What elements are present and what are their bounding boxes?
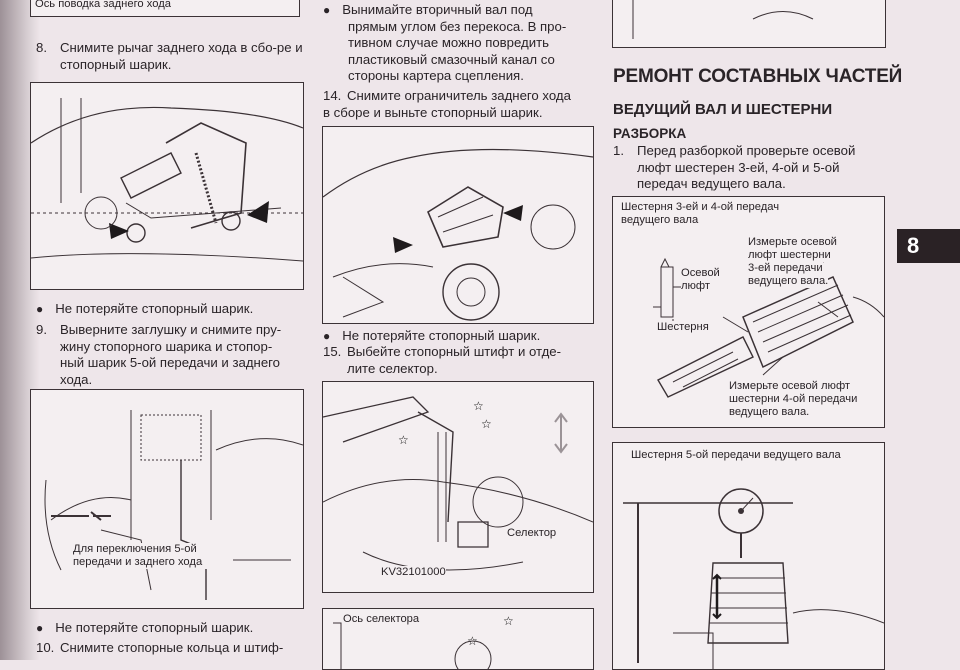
right-step-1-line2: люфт шестерен 3-ей, 4-ой и 5-ой bbox=[637, 159, 840, 175]
selector-shaft-figure: Ось селектора ☆ ☆ bbox=[322, 608, 594, 670]
subsection-heading: ВЕДУЩИЙ ВАЛ И ШЕСТЕРНИ bbox=[613, 101, 833, 118]
middle-caution-bullet: Вынимайте вторичный вал под прямым углом… bbox=[323, 2, 595, 85]
step-15: 15. Выбейте стопорный штифт и отде- лите … bbox=[323, 344, 595, 377]
fig1-title-line1: Шестерня 3-ей и 4-ой передач bbox=[621, 201, 780, 214]
fig1-title-line2: ведущего вала bbox=[621, 214, 699, 227]
step-9-line3: ный шарик 5-ой передачи и заднего bbox=[60, 355, 281, 370]
selector-shaft-drawing: ☆ ☆ bbox=[333, 614, 514, 669]
selector-pin-drawing: ☆ ☆ ☆ bbox=[323, 396, 593, 571]
step-9-line4: хода. bbox=[60, 371, 93, 387]
restrictor-drawing bbox=[323, 148, 593, 321]
measure-4th-line3: ведущего вала. bbox=[729, 406, 810, 419]
step-8-number: 8. bbox=[36, 40, 47, 55]
measure-4th-line2: шестерни 4-ой передачи bbox=[729, 393, 858, 406]
step-8-text: Снимите рычаг заднего хода в сбо-ре и ст… bbox=[60, 40, 303, 72]
middle-caution-line5: стороны картера сцепления. bbox=[348, 68, 524, 83]
svg-text:☆: ☆ bbox=[481, 417, 492, 431]
reverse-lever-figure bbox=[30, 82, 304, 290]
chapter-tab: 8 bbox=[897, 229, 960, 263]
right-step-1-number: 1. bbox=[613, 143, 624, 158]
step-15-line1: Выбейте стопорный штифт и отде- bbox=[347, 344, 562, 359]
measure-3rd-line3: 3-ей передачи bbox=[748, 262, 823, 275]
measure-3rd-line1: Измерьте осевой bbox=[748, 236, 837, 249]
step-10-number: 10. bbox=[36, 640, 55, 655]
fig2-title: Шестерня 5-ой передачи ведущего вала bbox=[631, 449, 841, 462]
measure-4th-line1: Измерьте осевой люфт bbox=[729, 380, 851, 393]
measure-3rd-line4: ведущего вала. bbox=[748, 275, 829, 288]
svg-text:☆: ☆ bbox=[473, 399, 484, 413]
bullet-do-not-lose-ball-1: Не потеряйте стопорный шарик. bbox=[36, 301, 253, 318]
top-right-figure-fragment bbox=[612, 0, 886, 48]
step-9-line1: Выверните заглушку и снимите пру- bbox=[60, 322, 282, 337]
end-play-label-line2: люфт bbox=[681, 280, 711, 293]
middle-caution-line3: тивном случае можно повредить bbox=[348, 35, 550, 50]
svg-text:☆: ☆ bbox=[503, 614, 514, 628]
fifth-reverse-detent-figure: Для переключения 5-ой передачи и заднего… bbox=[30, 389, 304, 609]
right-step-1-line1: Перед разборкой проверьте осевой bbox=[637, 143, 856, 158]
right-step-1-line3: передач ведущего вала. bbox=[637, 176, 786, 191]
top-left-figure-fragment: Ось поводка заднего хода bbox=[30, 0, 300, 17]
step-9-number: 9. bbox=[36, 322, 47, 337]
special-tool-label: KV32101000 bbox=[381, 566, 446, 579]
fifth-reverse-label: Для переключения 5-ой передачи и заднего… bbox=[73, 543, 233, 569]
middle-caution-line4: пластиковый смазочный канал со bbox=[348, 51, 555, 67]
fifth-gear-dial-figure: Шестерня 5-ой передачи ведущего вала bbox=[612, 442, 885, 670]
selector-label: Селектор bbox=[507, 527, 557, 540]
step-10-text: Снимите стопорные кольца и штиф- bbox=[60, 640, 284, 655]
step-14: 14. Снимите ограничитель заднего хода в с… bbox=[323, 88, 595, 121]
svg-text:☆: ☆ bbox=[467, 634, 478, 648]
middle-caution-line1: Вынимайте вторичный вал под bbox=[323, 2, 533, 17]
disassembly-heading: РАЗБОРКА bbox=[613, 126, 687, 141]
step-10: 10. Снимите стопорные кольца и штиф- bbox=[36, 640, 306, 657]
selector-pin-figure: ☆ ☆ ☆ Селектор KV32101000 bbox=[322, 381, 594, 593]
step-8: 8. Снимите рычаг заднего хода в сбо-ре и … bbox=[36, 40, 306, 73]
detent-drawing bbox=[44, 410, 303, 600]
step-14-line1: Снимите ограничитель заднего хода bbox=[347, 88, 571, 103]
section-heading: РЕМОНТ СОСТАВНЫХ ЧАСТЕЙ bbox=[613, 66, 903, 87]
right-step-1: 1. Перед разборкой проверьте осевой люфт … bbox=[613, 143, 889, 193]
end-play-label-line1: Осевой bbox=[681, 267, 720, 280]
step-14-line2: в сборе и выньте стопорный шарик. bbox=[323, 104, 543, 120]
gear-end-play-figure: Шестерня 3-ей и 4-ой передач ведущего ва… bbox=[612, 196, 885, 428]
gear-label: Шестерня bbox=[657, 321, 709, 334]
svg-text:☆: ☆ bbox=[398, 433, 409, 447]
dial-indicator-drawing bbox=[623, 488, 884, 669]
end-play-drawing bbox=[653, 256, 884, 398]
middle-caution-line2: прямым углом без перекоса. В про- bbox=[348, 18, 567, 34]
step-15-number: 15. bbox=[323, 344, 342, 359]
top-right-drawing bbox=[632, 0, 814, 39]
reverse-fork-shaft-label: Ось поводка заднего хода bbox=[35, 0, 171, 11]
measure-3rd-line2: люфт шестерни bbox=[748, 249, 831, 262]
reverse-restrictor-figure bbox=[322, 126, 594, 324]
step-15-line2: лите селектор. bbox=[347, 360, 438, 376]
selector-shaft-label: Ось селектора bbox=[343, 613, 420, 626]
reverse-lever-drawing bbox=[31, 98, 303, 262]
step-9-line2: жину стопорного шарика и стопор- bbox=[60, 338, 273, 354]
bullet-do-not-lose-ball-3: Не потеряйте стопорный шарик. bbox=[323, 328, 540, 345]
step-14-number: 14. bbox=[323, 88, 342, 103]
bullet-do-not-lose-ball-2: Не потеряйте стопорный шарик. bbox=[36, 620, 253, 637]
step-9: 9. Выверните заглушку и снимите пру- жину… bbox=[36, 322, 306, 388]
